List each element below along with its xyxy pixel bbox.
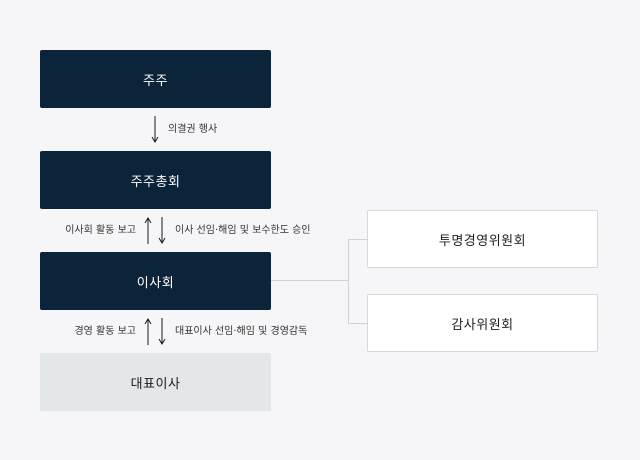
node-transparency-committee: 투명경영위원회 [367, 210, 598, 268]
connector-to-transparency-committee [348, 239, 367, 240]
node-ceo: 대표이사 [40, 353, 271, 411]
arrow-up-management-report-icon [144, 318, 152, 345]
edge-label-ceo-appointment: 대표이사 선임·해임 및 경영감독 [175, 326, 308, 337]
edge-label-director-appointment: 이사 선임·해임 및 보수한도 승인 [175, 225, 311, 236]
edge-label-management-activity-report: 경영 활동 보고 [74, 326, 136, 337]
arrow-down-ceo-appointment-icon [158, 318, 166, 345]
arrow-up-board-report-icon [144, 217, 152, 244]
node-general-meeting: 주주총회 [40, 151, 271, 209]
node-audit-committee: 감사위원회 [367, 294, 598, 352]
connector-vertical [348, 239, 349, 323]
edge-label-voting-rights: 의결권 행사 [168, 124, 218, 135]
node-board-label: 이사회 [136, 275, 175, 291]
node-shareholders-label: 주주 [143, 73, 168, 89]
node-audit-committee-label: 감사위원회 [451, 317, 514, 333]
edge-label-board-activity-report: 이사회 활동 보고 [65, 225, 136, 236]
arrow-down-director-appointment-icon [158, 217, 166, 244]
node-board: 이사회 [40, 252, 271, 310]
node-shareholders: 주주 [40, 50, 271, 108]
arrow-down-voting-icon [151, 116, 159, 143]
node-transparency-committee-label: 투명경영위원회 [438, 233, 527, 249]
connector-to-audit-committee [348, 323, 367, 324]
node-general-meeting-label: 주주총회 [130, 174, 181, 190]
node-ceo-label: 대표이사 [130, 376, 181, 392]
connector-board-to-committees [271, 280, 348, 281]
